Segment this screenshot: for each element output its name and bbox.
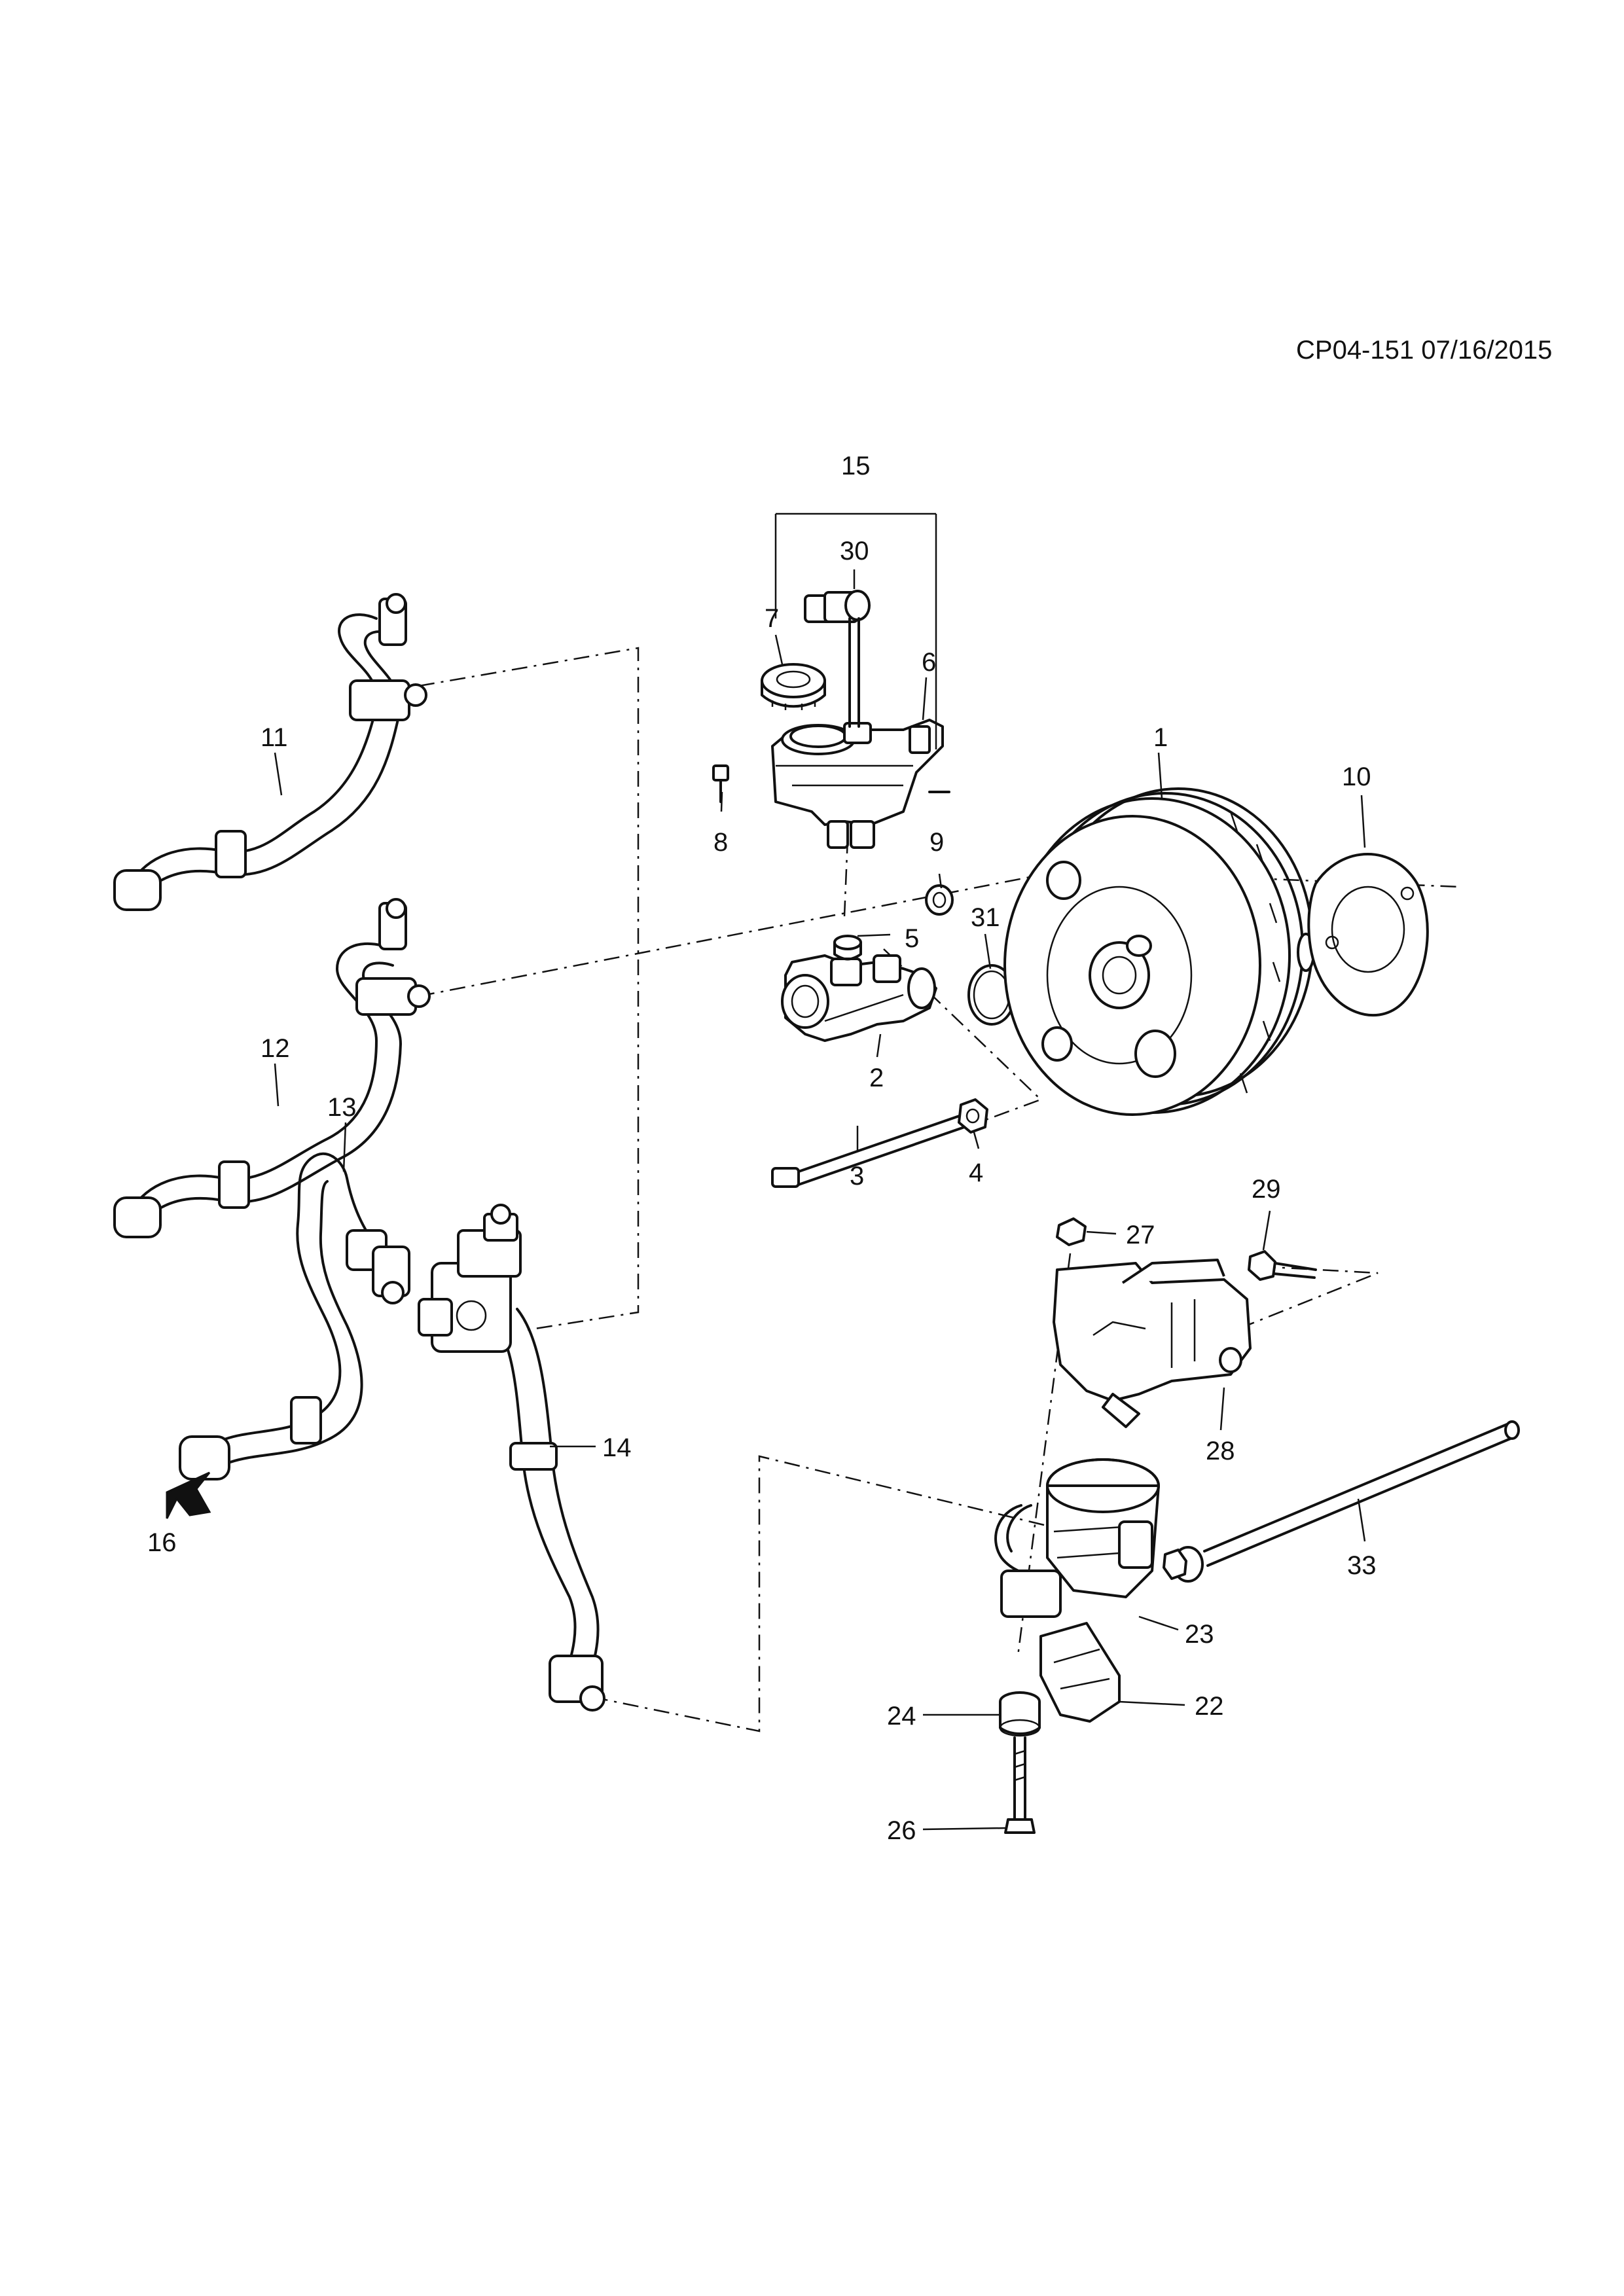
leader-lines	[274, 512, 1366, 1831]
vacuum-hose-12	[113, 898, 431, 1238]
rubber-mount	[999, 1691, 1041, 1737]
callout-1: 1	[1153, 723, 1168, 752]
callout-11: 11	[261, 723, 288, 752]
brake-fluid-reservoir	[771, 719, 950, 849]
callout-7: 7	[765, 604, 779, 633]
callout-14: 14	[602, 1433, 632, 1462]
callout-15: 15	[841, 452, 871, 480]
direction-arrow-icon	[166, 1471, 211, 1519]
vacuum-hose-14	[418, 1204, 605, 1712]
grommet	[833, 935, 862, 961]
vacuum-pump	[994, 1458, 1160, 1618]
callout-29: 29	[1252, 1175, 1281, 1204]
brake-booster	[1003, 787, 1324, 1116]
callout-3: 3	[850, 1162, 864, 1191]
callout-labels: 1 2 3 4 5 6 7 8 9 10 11 12 13 14 15 16 2…	[147, 452, 1377, 1845]
vacuum-hose-13	[179, 1152, 410, 1484]
callout-8: 8	[713, 828, 728, 857]
vacuum-line-33	[1163, 1420, 1520, 1583]
callout-10: 10	[1342, 762, 1371, 791]
callout-23: 23	[1185, 1620, 1214, 1649]
reference-code: CP04-151 07/16/2015	[1296, 336, 1553, 365]
master-cylinder	[781, 954, 937, 1042]
callout-24: 24	[887, 1702, 916, 1731]
booster-gasket	[1307, 853, 1429, 1017]
hex-nut	[958, 1098, 988, 1134]
callout-5: 5	[905, 924, 919, 953]
callout-16: 16	[147, 1528, 177, 1557]
callout-4: 4	[969, 1158, 983, 1187]
assembly-lines	[418, 647, 1460, 1732]
wiring-connector	[1039, 1622, 1121, 1723]
callout-27: 27	[1126, 1221, 1155, 1249]
fluid-level-sensor	[804, 590, 871, 728]
callout-22: 22	[1195, 1692, 1224, 1721]
pump-bracket	[1053, 1259, 1252, 1428]
mounting-bolt	[1004, 1736, 1036, 1834]
reservoir-cap	[761, 663, 826, 710]
callout-31: 31	[971, 903, 1000, 932]
callout-26: 26	[887, 1816, 916, 1845]
callout-9: 9	[929, 828, 944, 857]
callout-6: 6	[922, 648, 936, 677]
callout-28: 28	[1206, 1437, 1235, 1465]
callout-13: 13	[327, 1093, 357, 1122]
callout-30: 30	[840, 537, 869, 565]
callout-12: 12	[261, 1034, 290, 1063]
vacuum-hose-11	[113, 593, 427, 911]
reservoir-screw	[712, 764, 729, 803]
seal-ring-9	[925, 884, 954, 916]
callout-33: 33	[1347, 1551, 1377, 1580]
stud-bolt	[771, 1111, 973, 1188]
callout-2: 2	[869, 1064, 884, 1092]
bracket-nut	[1056, 1217, 1087, 1246]
bracket-bolt	[1248, 1250, 1317, 1281]
